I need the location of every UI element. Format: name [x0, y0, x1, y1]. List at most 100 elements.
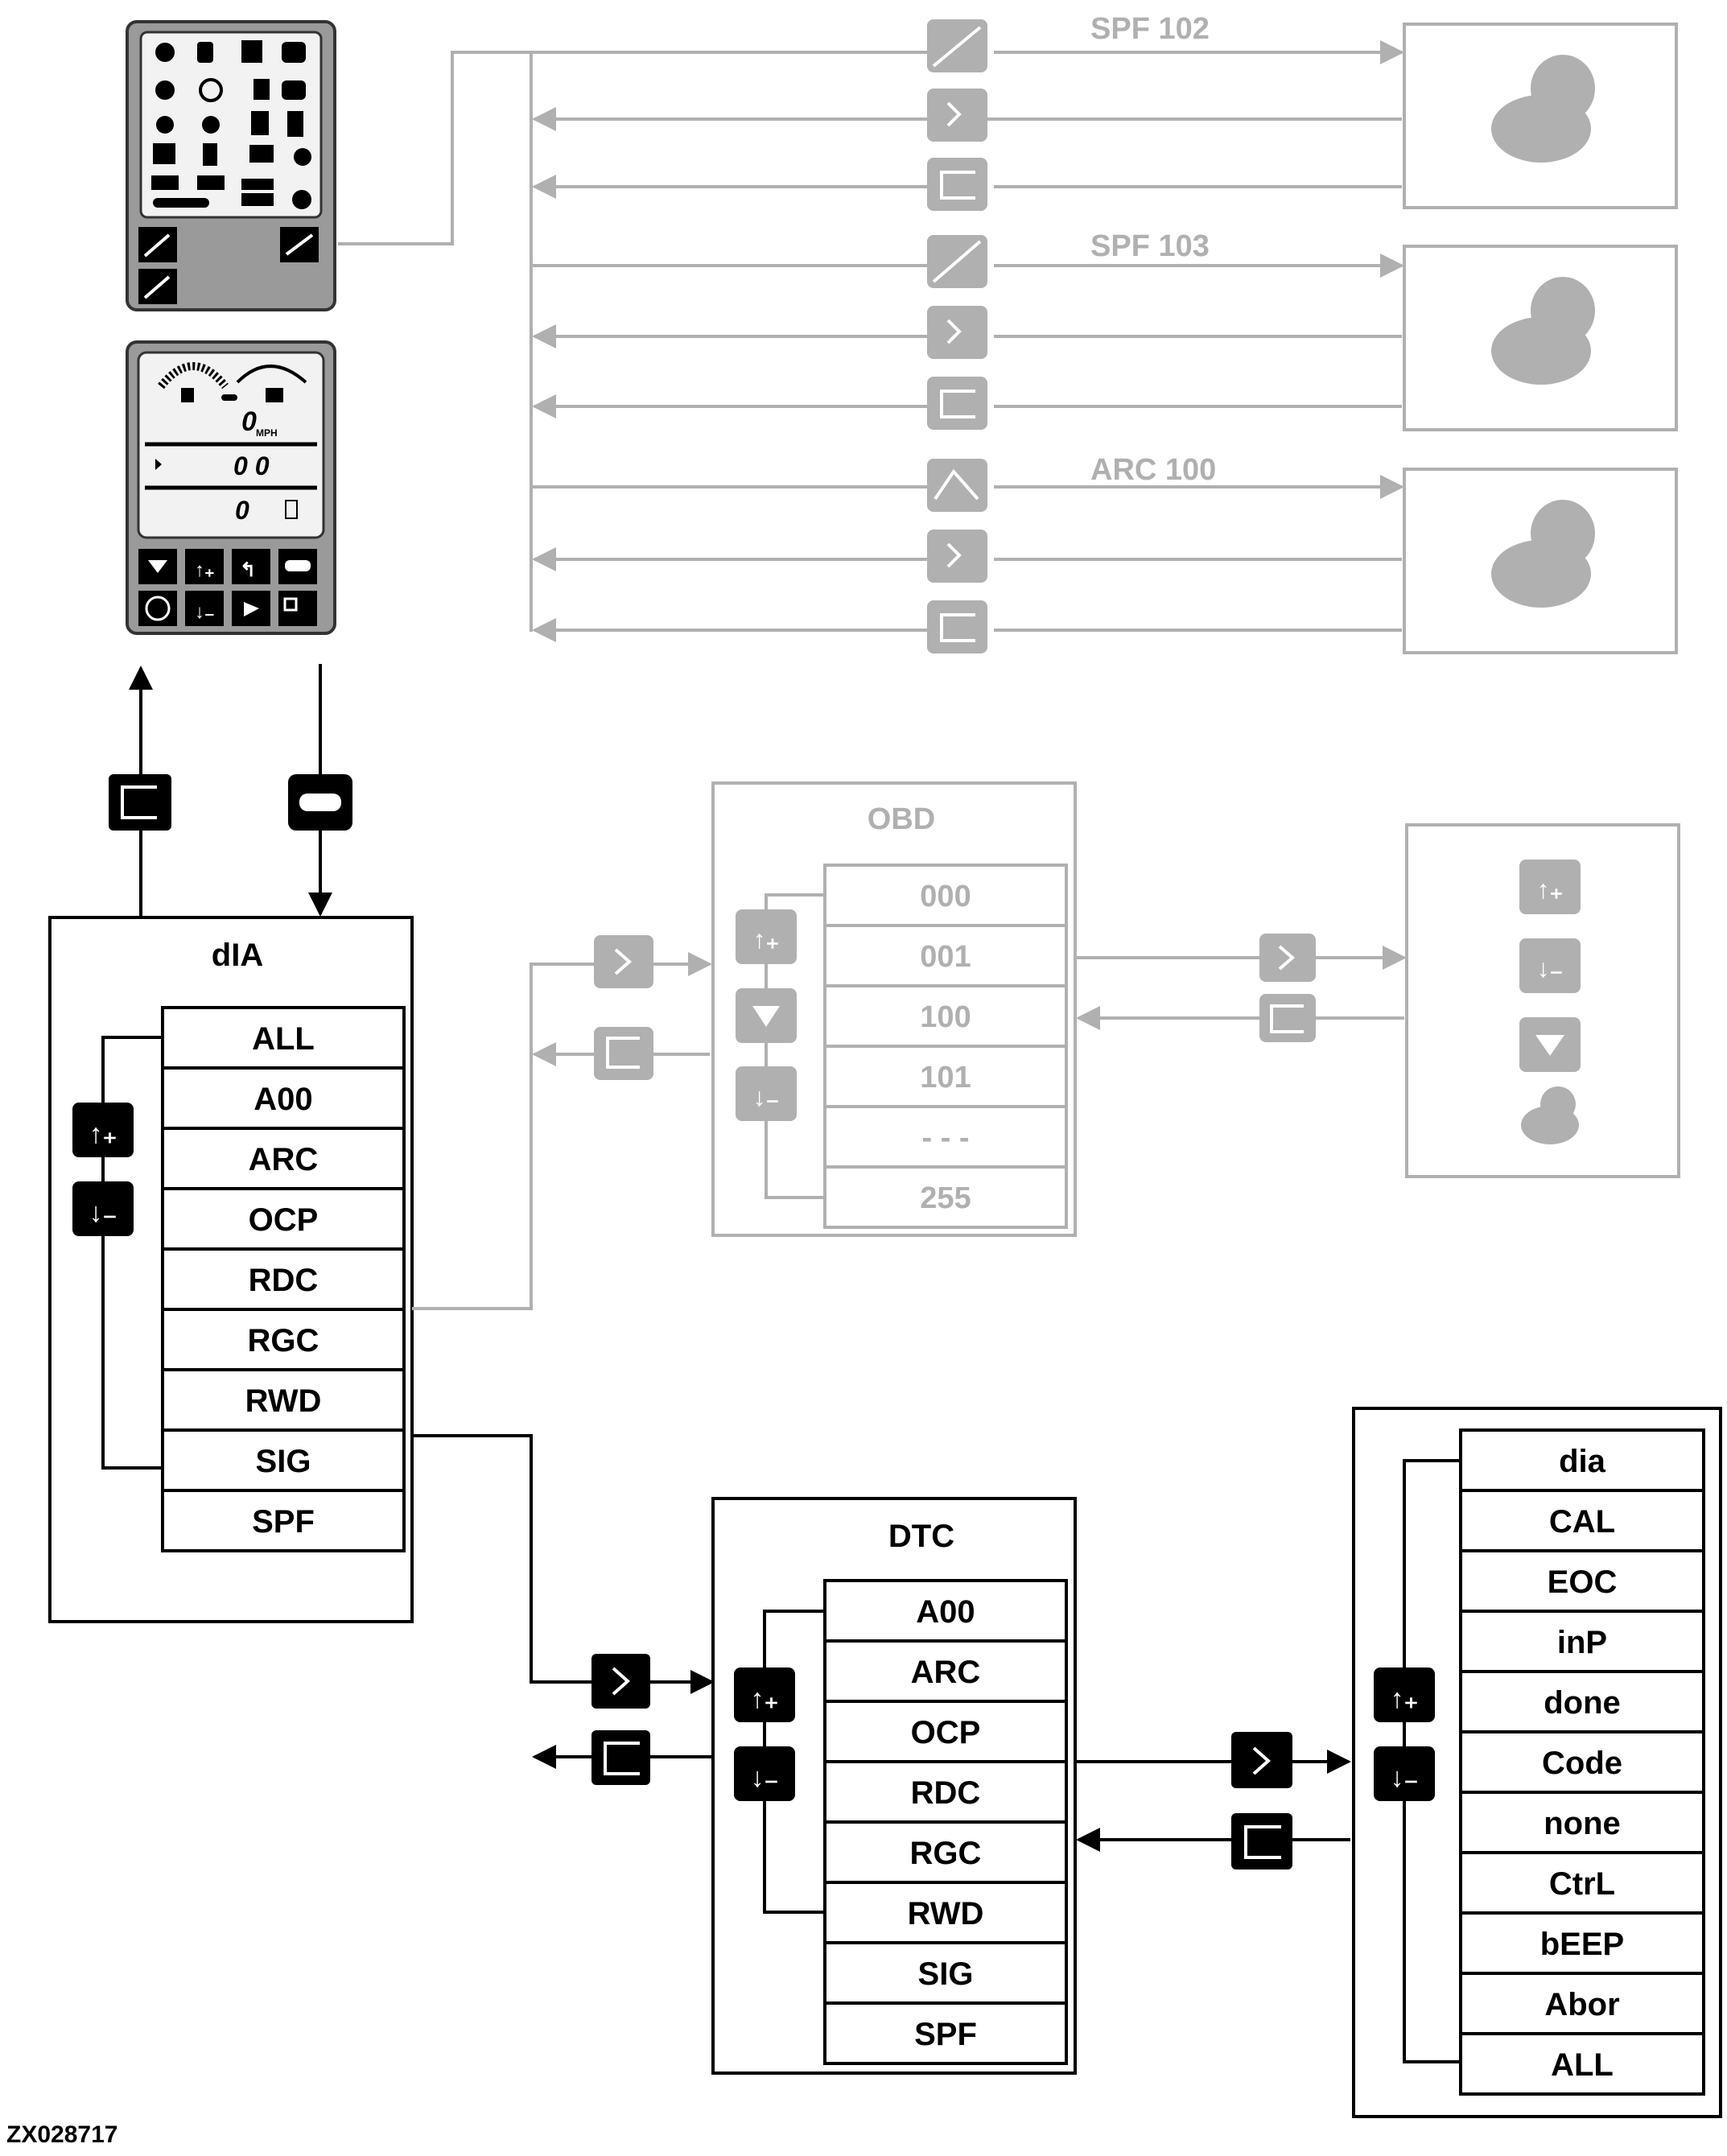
warning-lamp-icons: [151, 40, 311, 209]
dia_menu-item[interactable]: ARC: [249, 1142, 319, 1177]
calibration-label-arc-100: ARC 100: [1090, 453, 1216, 487]
scroll-up-key-icon: [72, 1103, 134, 1157]
dtc_menu-item[interactable]: RGC: [910, 1836, 982, 1871]
code_menu-item[interactable]: done: [1544, 1685, 1621, 1721]
scroll-down-key-icon: [1374, 1746, 1435, 1801]
svg-text:↓₋: ↓₋: [195, 601, 215, 623]
knob-boxes: [1403, 23, 1678, 654]
dia-menu-title: dIA: [212, 938, 263, 973]
dtc_menu-item[interactable]: A00: [916, 1594, 975, 1630]
lcd-dia-connectors: [109, 664, 352, 917]
dtc_menu-item[interactable]: ARC: [911, 1655, 981, 1690]
calibration-label-spf-103: SPF 103: [1090, 229, 1210, 263]
back-icon: [1259, 994, 1316, 1042]
svg-text:↑₊: ↑₊: [1391, 1684, 1419, 1714]
dtc_menu-item-box: [823, 1820, 1068, 1884]
dia_menu-item[interactable]: ALL: [252, 1021, 315, 1057]
dia_menu-item-box: [161, 1308, 406, 1371]
dia_menu-item[interactable]: RWD: [245, 1383, 322, 1419]
dtc_menu-item-box: [823, 2001, 1068, 2065]
dia_menu-item[interactable]: RDC: [249, 1263, 319, 1298]
scroll-up-key-icon: [736, 909, 797, 964]
dtc_menu-item[interactable]: RWD: [908, 1896, 984, 1931]
dia-scroll-keys: ↑₊ ↓₋: [72, 1036, 163, 1470]
code_menu-item[interactable]: EOC: [1548, 1564, 1618, 1600]
dia_menu-item[interactable]: RGC: [248, 1323, 319, 1358]
code_menu-item[interactable]: inP: [1557, 1625, 1607, 1660]
obd_menu-item[interactable]: - - -: [921, 1121, 969, 1155]
tachometer-gauge: [158, 362, 229, 390]
obd-action-box: ↑₊ ↓₋: [1405, 823, 1680, 1178]
obd_menu-item[interactable]: 255: [920, 1181, 971, 1215]
dtc_menu-item[interactable]: SPF: [914, 2017, 977, 2052]
code_menu-item[interactable]: CtrL: [1549, 1866, 1615, 1902]
svg-text:↓₋: ↓₋: [1391, 1762, 1419, 1793]
code_menu-item[interactable]: bEEP: [1540, 1927, 1624, 1962]
code_menu-item[interactable]: none: [1544, 1806, 1621, 1841]
dtc-menu-title: DTC: [888, 1519, 954, 1554]
obd_menu-item[interactable]: 001: [920, 940, 971, 974]
lcd-keypad: ↑₊ ↰ ↓₋: [138, 549, 317, 626]
dia-obd-connector: [412, 952, 712, 1310]
dia_menu-item[interactable]: OCP: [249, 1202, 319, 1238]
dia_menu-item[interactable]: SIG: [256, 1444, 311, 1479]
dia_menu-item-box: [161, 1187, 406, 1251]
svg-text:↓₋: ↓₋: [751, 1762, 779, 1793]
code_menu-item[interactable]: Code: [1542, 1746, 1622, 1781]
code_menu-item[interactable]: CAL: [1549, 1504, 1615, 1540]
dtc_menu-item-box: [823, 1579, 1068, 1643]
calibrate-icon: [927, 459, 987, 512]
dtc-connector: [412, 1434, 715, 1769]
code_menu-item[interactable]: Abor: [1544, 1987, 1619, 2022]
obd_menu-item[interactable]: 100: [920, 1000, 971, 1034]
scroll-down-key-icon: [72, 1181, 134, 1236]
back-icon: [927, 377, 987, 430]
code_menu-item-box: [1459, 1791, 1705, 1854]
enter-icon: [594, 935, 653, 988]
back-key-icon: [1231, 1813, 1292, 1869]
dtc-code-connector: [1075, 1750, 1351, 1852]
dtc_menu-item[interactable]: SIG: [918, 1956, 974, 1992]
code_menu-item[interactable]: ALL: [1551, 2047, 1614, 2083]
svg-text:↑₊: ↑₊: [753, 925, 780, 954]
dia_menu-item-box: [161, 1428, 406, 1492]
dia_menu-item-box: [161, 1489, 406, 1552]
enter-icon: [1259, 934, 1316, 982]
lcd-panel: 0 MPH 0 0 0 ↑₊ ↰ ↓₋: [126, 340, 336, 635]
back-icon: [927, 600, 987, 653]
code_menu-item-box: [1459, 1670, 1705, 1733]
dia_menu-item[interactable]: SPF: [252, 1504, 315, 1540]
code-menu: diaCALEOCinPdoneCodenoneCtrLbEEPAborALL …: [1352, 1407, 1722, 2118]
dtc_menu-item-box: [823, 1941, 1068, 2005]
figure-id: ZX028717: [6, 2121, 117, 2148]
code_menu-item-box: [1459, 1851, 1705, 1915]
back-icon: [927, 158, 987, 211]
rotary-knob-icon: [1491, 55, 1595, 608]
obd_menu-item-box: [823, 984, 1068, 1048]
code_menu-item-box: [1459, 1972, 1705, 2035]
svg-text:↑₊: ↑₊: [195, 559, 215, 581]
back-key-icon: [591, 1730, 650, 1785]
code_menu-item[interactable]: dia: [1559, 1444, 1606, 1479]
code_menu-item-box: [1459, 2032, 1705, 2096]
back-key-icon: [109, 774, 171, 831]
panel-buttons: [138, 227, 319, 304]
obd_menu-item-box: [823, 1165, 1068, 1229]
dtc_menu-item[interactable]: OCP: [911, 1715, 981, 1750]
scroll-up-key-icon: [734, 1667, 795, 1722]
obd_menu-item-box: [823, 1105, 1068, 1169]
lcd-speed-unit: MPH: [256, 427, 278, 439]
obd_menu-item[interactable]: 101: [920, 1061, 971, 1094]
svg-text:↑₊: ↑₊: [89, 1119, 117, 1149]
dtc_menu-item-box: [823, 1639, 1068, 1703]
svg-text:↓₋: ↓₋: [1537, 954, 1564, 983]
obd_menu-item[interactable]: 000: [920, 880, 971, 913]
scroll-down-key-icon: [736, 1066, 797, 1121]
dtc_menu-item[interactable]: RDC: [911, 1775, 981, 1811]
dia_menu-item[interactable]: A00: [253, 1082, 312, 1117]
scroll-down-key-icon: [734, 1746, 795, 1801]
back-icon: [594, 1027, 653, 1080]
obd_menu-item-box: [823, 924, 1068, 987]
